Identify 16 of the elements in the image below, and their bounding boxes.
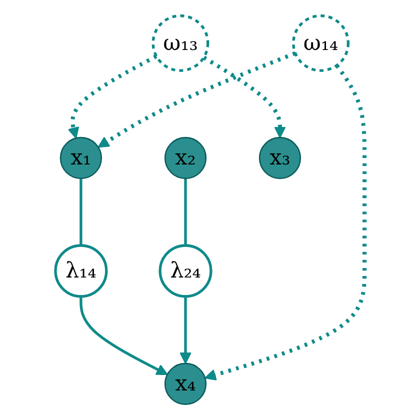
node-circle: λ₁₄: [54, 244, 108, 298]
node-circle: x₃: [258, 136, 302, 180]
arrow: [68, 54, 158, 139]
node-circle: x₂: [164, 136, 207, 180]
connector: [184, 178, 187, 246]
node-circle: x₁: [60, 136, 102, 180]
node-circle: λ₂₄: [158, 244, 212, 298]
node-circle: ω₁₃: [152, 14, 210, 72]
connector: [80, 178, 82, 246]
arrow: [202, 56, 286, 138]
arrow: [204, 64, 367, 381]
arrow: [80, 296, 168, 376]
node-circle: x₄: [164, 362, 207, 405]
node-circle: ω₁₄: [292, 14, 350, 72]
arrow: [180, 296, 192, 364]
arrow: [98, 51, 296, 148]
